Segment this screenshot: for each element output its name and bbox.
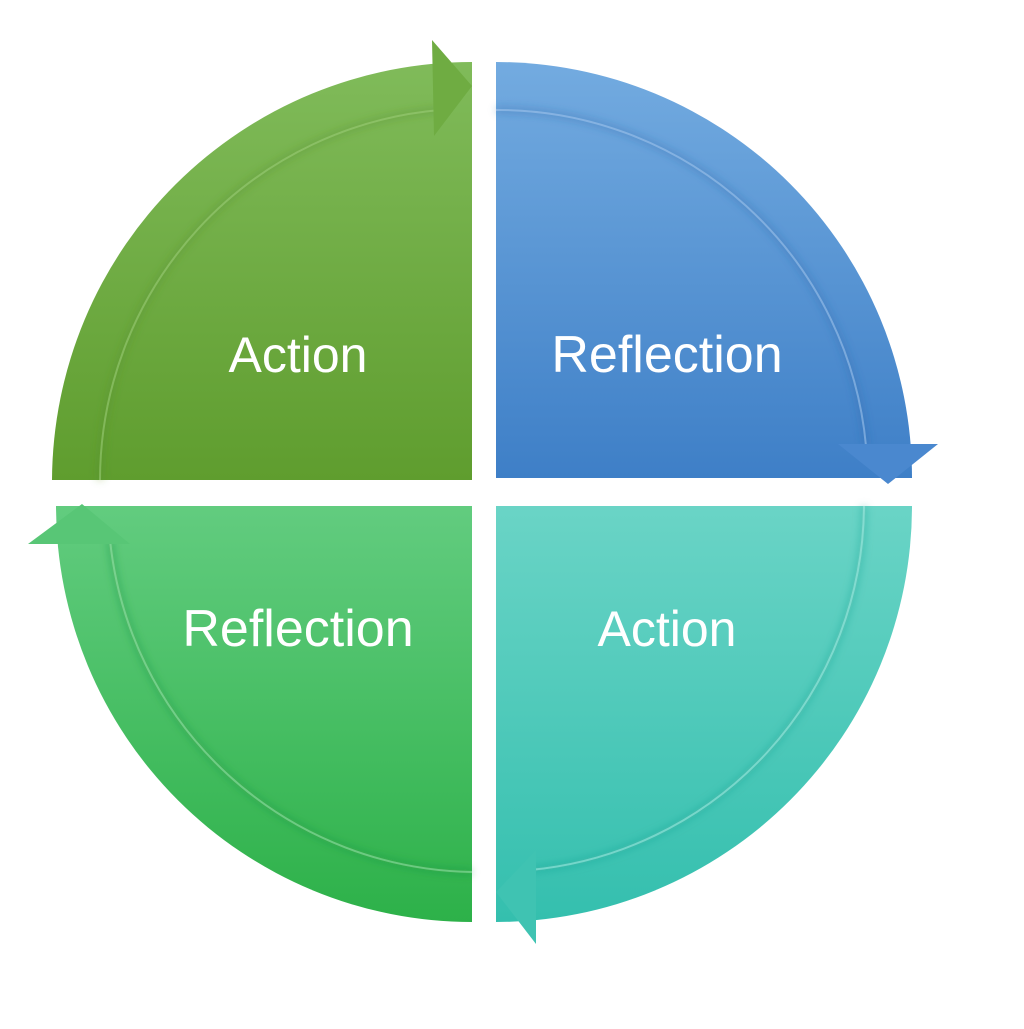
quadrant-top-left-groove-highlight	[99, 109, 441, 481]
quadrant-bottom-left-shape	[56, 506, 472, 922]
arrow-head-right-icon	[838, 444, 938, 484]
quadrant-bottom-left-groove-highlight	[109, 539, 473, 873]
quadrant-top-left-shape	[52, 62, 472, 480]
arrow-head-left-icon	[28, 504, 130, 544]
label-bottom-left: Reflection	[182, 600, 413, 658]
quadrant-top-right-groove-highlight	[495, 108, 867, 447]
quadrant-top-right-shape	[496, 62, 912, 478]
quadrant-top-left	[52, 40, 472, 481]
arrow-head-top-icon	[432, 40, 472, 136]
quadrant-bottom-left	[28, 504, 473, 922]
quadrant-bottom-right-shape	[496, 506, 912, 922]
quadrant-bottom-right	[496, 505, 912, 944]
quadrant-bottom-right-groove-highlight	[529, 505, 865, 871]
arrow-head-bottom-icon	[496, 850, 536, 944]
label-top-right: Reflection	[551, 326, 782, 384]
label-top-left: Action	[229, 327, 368, 383]
label-bottom-right: Action	[598, 601, 737, 657]
quadrant-top-right	[495, 62, 938, 484]
